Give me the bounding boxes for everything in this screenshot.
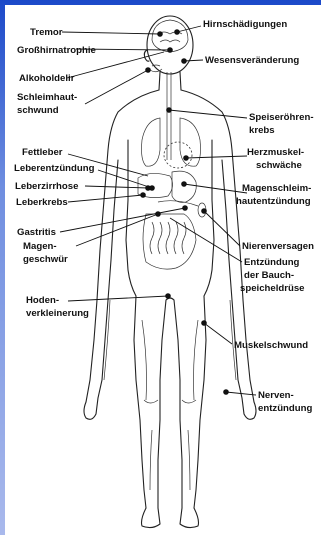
- label-hodenverkleinerung-2: verkleinerung: [26, 308, 89, 319]
- labels: Tremor Hirnschädigungen Großhirnatrophie…: [14, 19, 314, 414]
- label-nierenversagen: Nierenversagen: [242, 241, 314, 252]
- label-leberkrebs: Leberkrebs: [16, 197, 68, 208]
- label-herzmuskelschwaeche-2: schwäche: [256, 160, 302, 171]
- label-magengeschwuer-1: Magen-: [23, 241, 57, 252]
- label-bauchspeichel-3: speicheldrüse: [240, 283, 305, 294]
- label-schleimhautschwund-2: schwund: [17, 105, 59, 116]
- label-schleimhautschwund-1: Schleimhaut-: [17, 92, 77, 103]
- label-nervenentzuendung-1: Nerven-: [258, 390, 294, 401]
- body-outline: [84, 16, 256, 528]
- label-gastritis: Gastritis: [17, 227, 56, 238]
- label-herzmuskelschwaeche-1: Herzmuskel-: [247, 147, 304, 158]
- label-alkoholdelir: Alkoholdelir: [19, 73, 75, 84]
- label-nervenentzuendung-2: entzündung: [258, 403, 312, 414]
- label-muskelschwund: Muskelschwund: [234, 340, 308, 351]
- label-speiseroehrenkrebs-2: krebs: [249, 125, 275, 136]
- label-hirnschaedigungen: Hirnschädigungen: [203, 19, 287, 30]
- label-speiseroehrenkrebs-1: Speiseröhren-: [249, 112, 314, 123]
- organs: [138, 20, 206, 269]
- leader-lines: [60, 26, 256, 395]
- label-tremor: Tremor: [30, 27, 63, 38]
- label-leberentzuendung: Leberentzündung: [14, 163, 95, 174]
- label-magenschleimhaut-1: Magenschleim-: [242, 183, 311, 194]
- label-hodenverkleinerung-1: Hoden-: [26, 295, 59, 306]
- label-magengeschwuer-2: geschwür: [23, 254, 68, 265]
- label-wesensveraenderung: Wesensveränderung: [205, 55, 299, 66]
- label-bauchspeichel-2: der Bauch-: [244, 270, 294, 281]
- label-leberzirrhose: Leberzirrhose: [15, 181, 78, 192]
- marker-dots: [140, 29, 229, 395]
- label-grosshirnatrophie: Großhirnatrophie: [17, 45, 96, 56]
- label-fettleber: Fettleber: [22, 147, 63, 158]
- label-magenschleimhaut-2: hautentzündung: [236, 196, 311, 207]
- label-bauchspeichel-1: Entzündung: [244, 257, 300, 268]
